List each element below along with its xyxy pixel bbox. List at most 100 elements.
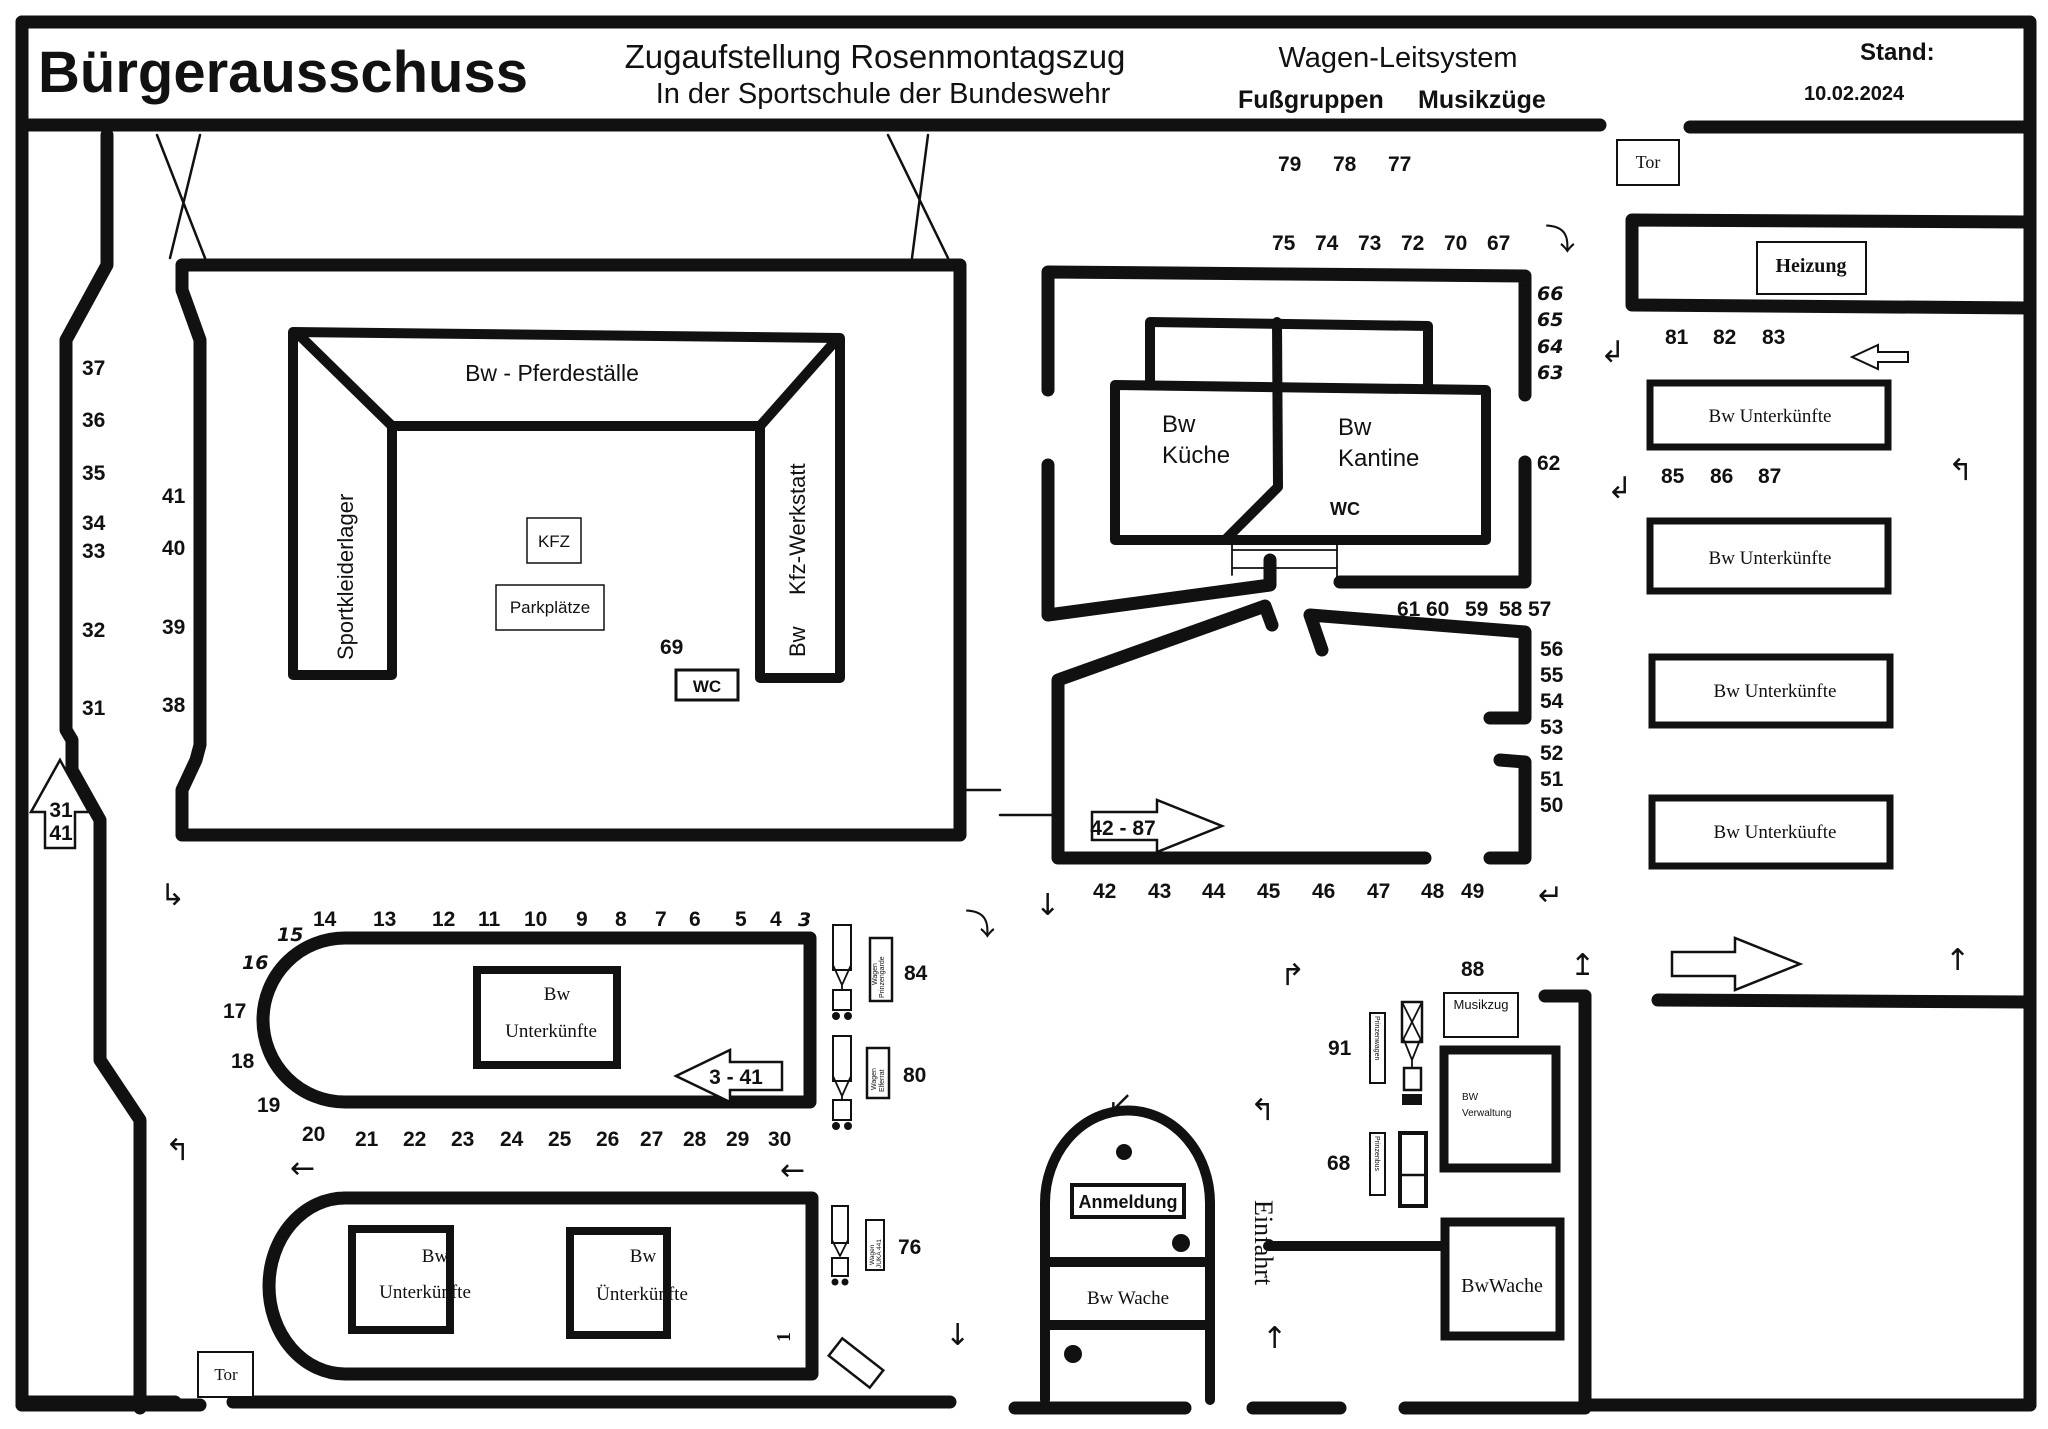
box-musikzug: Musikzug — [1443, 992, 1519, 1038]
label-verwaltung-2: Verwaltung — [1462, 1108, 1511, 1119]
pos-74: 74 — [1315, 232, 1339, 255]
system-sub-fussgruppen: Fußgruppen — [1238, 86, 1384, 114]
pos-10: 10 — [524, 908, 547, 931]
direction-arrow-right-hollow — [1670, 936, 1804, 992]
arrow-label-42-87: 42 - 87 — [1090, 817, 1155, 840]
pos-22: 22 — [403, 1128, 426, 1151]
pos-70: 70 — [1444, 232, 1467, 255]
label-unterkunft-mid-1: Bw — [544, 984, 571, 1005]
pos-55: 55 — [1540, 664, 1564, 687]
turn-down-left-arrow-icon: ↲ — [1600, 335, 1625, 370]
pos-80: 80 — [903, 1064, 926, 1087]
pos-82: 82 — [1713, 326, 1736, 349]
pos-4: 4 — [770, 908, 782, 931]
label-kfz-werkstatt: Kfz-Werkstatt — [785, 463, 810, 595]
pos-47: 47 — [1367, 880, 1390, 903]
building-unterkunft-r3: Bw Unterkünfte — [1648, 653, 1894, 729]
label-kueche-2: Küche — [1162, 442, 1230, 469]
turn-down-arrow-icon: ⤵ — [1545, 223, 1575, 258]
label-unterkunft-bm-1: Bw — [630, 1246, 657, 1267]
label-wc-kantine: WC — [1330, 499, 1360, 519]
label-wagen-80: Wagen — [871, 1068, 878, 1090]
pos-75: 75 — [1272, 232, 1296, 255]
label-wache-right: BwWache — [1461, 1275, 1543, 1297]
building-heizung: Heizung — [1625, 213, 2037, 315]
pos-8: 8 — [615, 908, 627, 931]
title-line1: Zugaufstellung Rosenmontagszug — [625, 38, 1126, 75]
pos-42: 42 — [1093, 880, 1116, 903]
vehicle-parked-angled — [826, 1336, 886, 1390]
pos-16: 16 — [242, 952, 268, 974]
pos-17: 17 — [223, 1000, 246, 1023]
pos-27: 27 — [640, 1128, 663, 1151]
label-kfz: KFZ — [538, 532, 570, 551]
label-pferdestaelle: Bw - Pferdeställe — [465, 360, 639, 386]
tor-bottom-label: Tor — [214, 1365, 238, 1384]
arrow-label-3-41: 3 - 41 — [709, 1066, 763, 1089]
label-unterkunft-bl-1: Bw — [422, 1246, 449, 1267]
col-56-50-numbers: 56 55 54 53 52 51 50 — [1540, 638, 1564, 817]
pos-85: 85 — [1661, 465, 1685, 488]
pos-5: 5 — [735, 908, 747, 931]
pos-54: 54 — [1540, 690, 1564, 713]
pos-78: 78 — [1333, 153, 1357, 176]
left-arrow-icon: ← — [290, 1151, 315, 1186]
bottom-walls — [15, 1395, 1592, 1415]
pos-15: 15 — [277, 924, 303, 946]
pos-38: 38 — [162, 694, 186, 717]
label-wagen-84: Wagen — [872, 963, 879, 985]
pos-86: 86 — [1710, 465, 1733, 488]
pos-31: 31 — [82, 697, 106, 720]
pos-72: 72 — [1401, 232, 1424, 255]
pos-18: 18 — [231, 1050, 255, 1073]
left-arrow-icon-3: ↙ — [1108, 1085, 1133, 1120]
label-sportkleiderlager: Sportkleiderlager — [333, 494, 358, 660]
building-anmeldung-wache — [1040, 1105, 1215, 1405]
label-wagen-prinzengarde: Prinzengarde — [879, 956, 886, 998]
turn-right-arrow-icon: ↳ — [160, 878, 185, 913]
pos-67: 67 — [1487, 232, 1510, 255]
pos-77: 77 — [1388, 153, 1411, 176]
pos-60: 60 — [1426, 598, 1449, 621]
pos-34: 34 — [82, 512, 106, 535]
pos-11: 11 — [478, 908, 501, 931]
turn-down-left-arrow-icon-2: ↲ — [1607, 471, 1632, 506]
split-arrow-icon-2: ↰ — [1250, 1093, 1275, 1128]
route-arrow-42-87: 42 - 87 — [1090, 798, 1226, 854]
pos-28: 28 — [683, 1128, 707, 1151]
tor-bottom: Tor — [197, 1351, 254, 1398]
route-arrow-31-41: 31 41 — [28, 757, 92, 850]
kantine-top-numbers: 75 74 73 72 70 67 — [1272, 232, 1510, 255]
split-arrow-icon: ↥ — [1570, 948, 1595, 983]
pos-63: 63 — [1537, 362, 1563, 384]
pos-41: 41 — [162, 485, 186, 508]
pos-52: 52 — [1540, 742, 1563, 765]
row-81-83-numbers: 81 82 83 — [1665, 326, 1785, 349]
label-musikzug: Musikzug — [1454, 997, 1509, 1012]
pos-29: 29 — [726, 1128, 749, 1151]
pos-69: 69 — [660, 636, 683, 659]
pos-68: 68 — [1327, 1152, 1351, 1175]
pos-46: 46 — [1312, 880, 1335, 903]
pos-43: 43 — [1148, 880, 1171, 903]
pos-37: 37 — [82, 357, 105, 380]
pos-65: 65 — [1537, 309, 1563, 331]
box-parkplaetze: Parkplätze — [495, 584, 605, 631]
pos-91: 91 — [1328, 1037, 1352, 1060]
pos-51: 51 — [1540, 768, 1564, 791]
arrow-label-31: 31 — [49, 799, 73, 822]
pos-64: 64 — [1537, 336, 1563, 358]
building-unterkunft-r4: Bw Unterküufte — [1648, 794, 1894, 870]
label-kantine-1: Bw — [1338, 414, 1372, 441]
route-arrow-3-41: 3 - 41 — [673, 1048, 784, 1104]
left-inner-numbers: 41 40 39 38 — [162, 485, 186, 717]
turn-right-arrow-icon-2: ↱ — [1280, 958, 1305, 993]
pos-13: 13 — [373, 908, 396, 931]
top-row-numbers: 79 78 77 — [1278, 153, 1411, 176]
direction-arrow-left-hollow — [1849, 343, 1909, 371]
pos-21: 21 — [355, 1128, 379, 1151]
right-lower-walls — [1538, 989, 2037, 1412]
pos-23: 23 — [451, 1128, 474, 1151]
pos-48: 48 — [1421, 880, 1445, 903]
pos-9: 9 — [576, 908, 588, 931]
